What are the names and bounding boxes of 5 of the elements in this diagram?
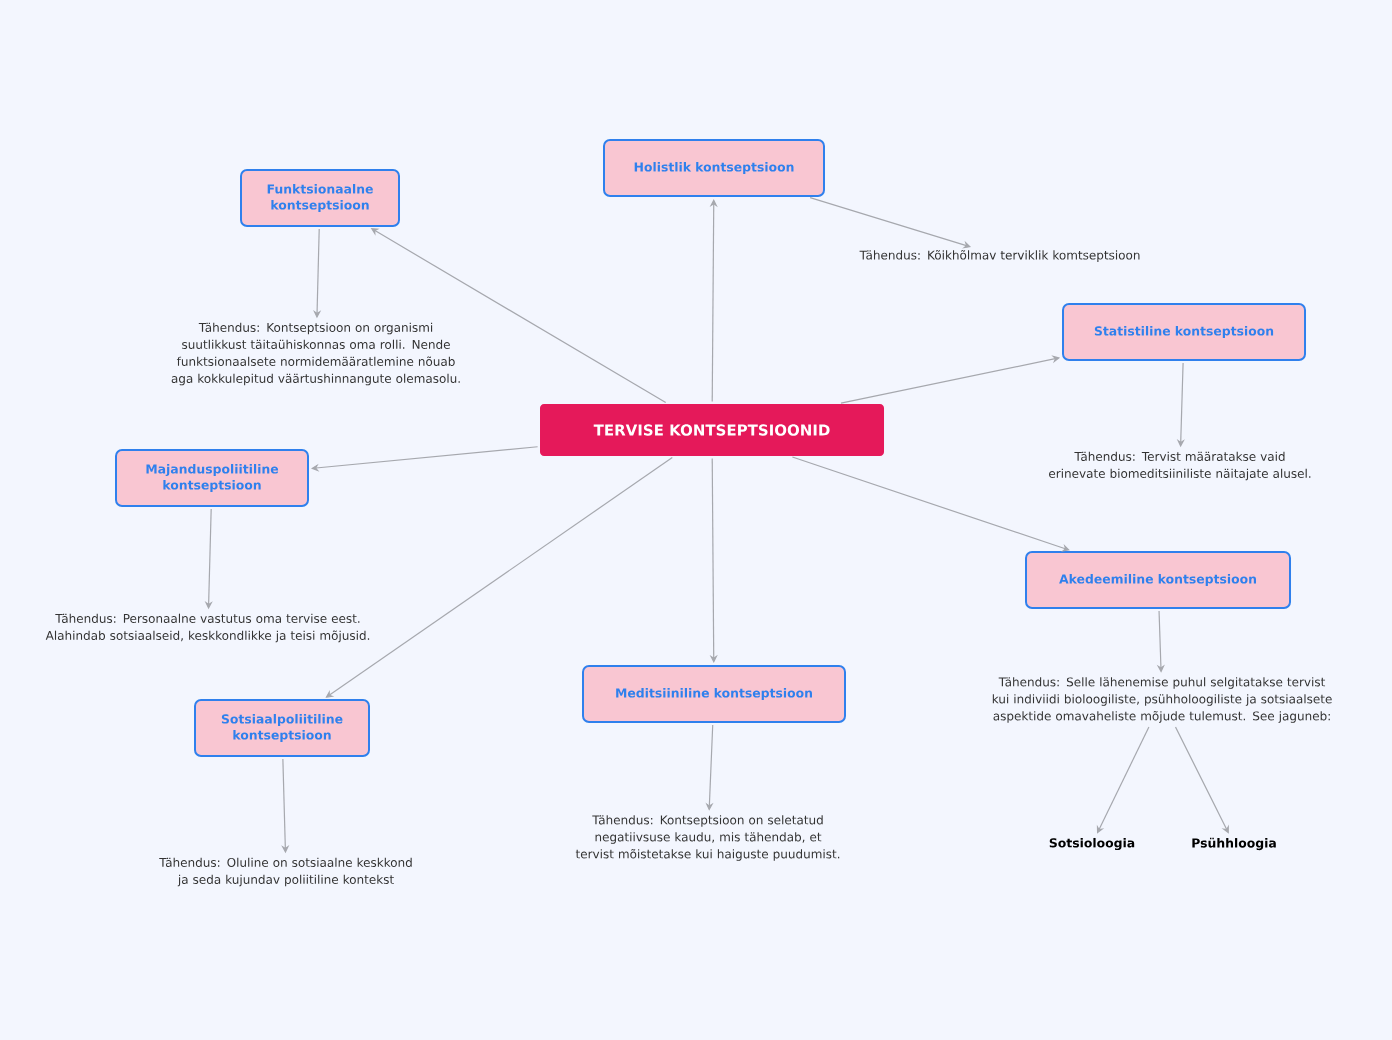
arrow <box>1174 726 1229 834</box>
arrow <box>1096 726 1150 834</box>
arrow <box>791 456 1070 552</box>
arrow <box>311 446 539 472</box>
arrow <box>325 456 673 698</box>
